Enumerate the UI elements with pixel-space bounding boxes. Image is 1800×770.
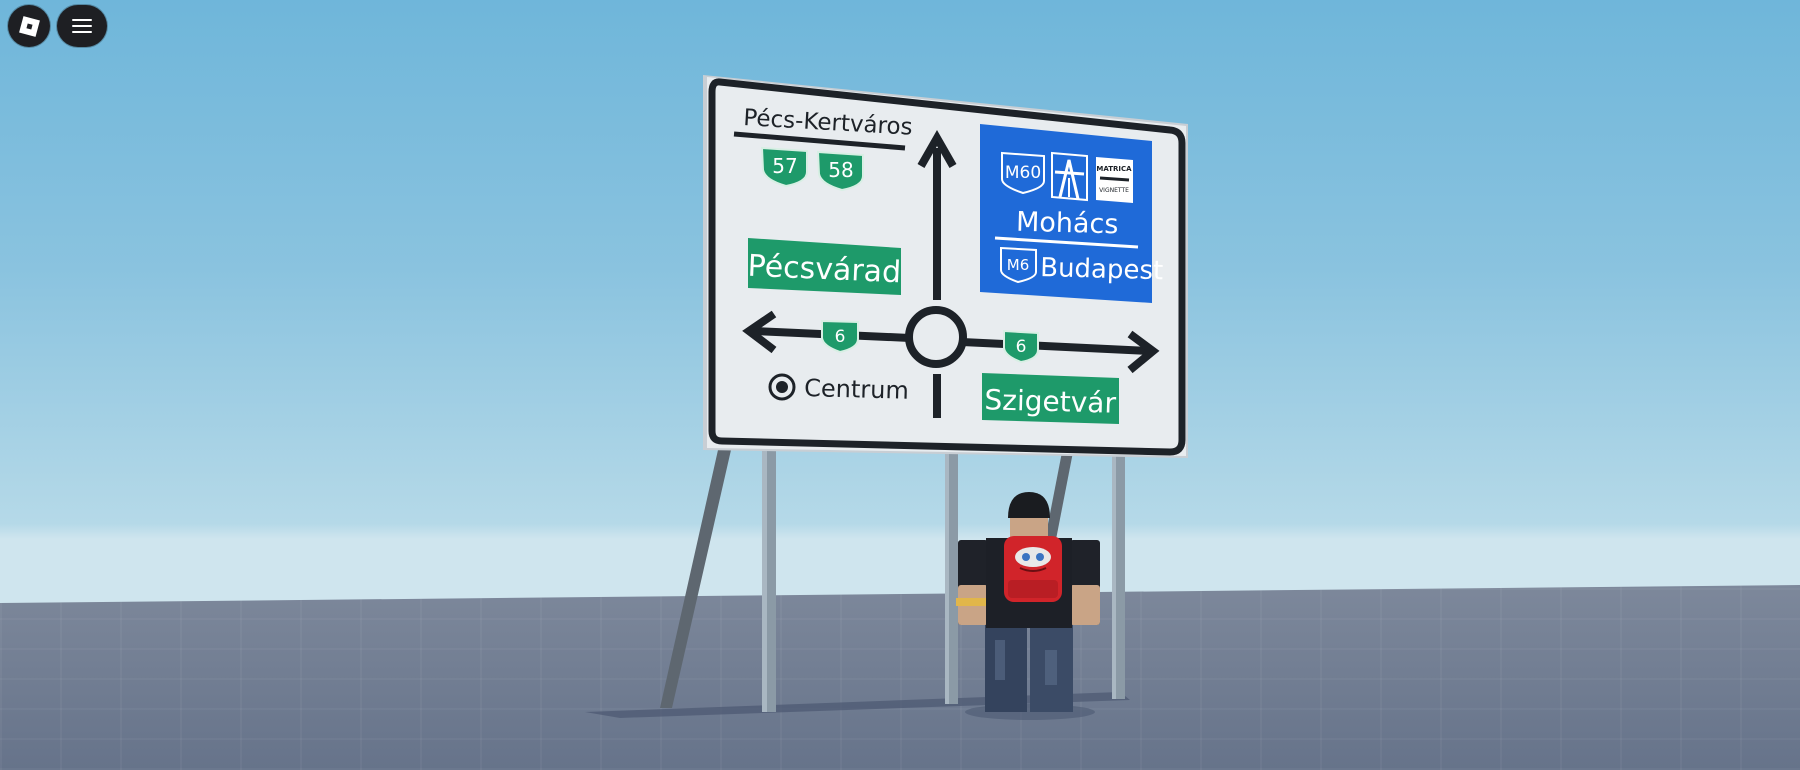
svg-text:VIGNETTE: VIGNETTE <box>1099 187 1129 194</box>
destination-mohacs: Mohács <box>1016 207 1119 241</box>
svg-text:6: 6 <box>1016 337 1027 357</box>
road-sign: Pécs-Kertváros 57 58 Pécsvárad <box>703 75 1188 458</box>
destination-centrum: Centrum <box>804 374 909 405</box>
route-shield-58: 58 <box>816 150 864 192</box>
route-shield-57: 57 <box>760 146 808 188</box>
motorway-symbol-icon <box>1051 151 1088 202</box>
player-avatar <box>956 492 1100 720</box>
motorway-shield-m6: M6 <box>1000 246 1037 284</box>
route-shield-6-left: 6 <box>821 319 859 354</box>
hamburger-menu-button[interactable] <box>57 5 107 47</box>
arrow-right-icon <box>961 330 1160 374</box>
destination-pecsvarad-panel: Pécsvárad <box>747 238 902 295</box>
destination-szigetvar: Szigetvár <box>984 383 1117 419</box>
svg-text:57: 57 <box>772 154 797 178</box>
motorway-shield-m60: M60 <box>1001 151 1045 195</box>
hamburger-menu-icon <box>72 19 92 33</box>
route-shield-6-right: 6 <box>1003 329 1039 364</box>
vignette-sign: MATRICA VIGNETTE <box>1096 157 1133 203</box>
sign-supports <box>660 450 1125 712</box>
arrow-straight-icon <box>917 129 957 418</box>
svg-text:M6: M6 <box>1007 256 1030 274</box>
roblox-menu-button[interactable] <box>8 5 50 47</box>
destination-budapest: Budapest <box>1040 253 1164 286</box>
destination-szigetvar-panel: Szigetvár <box>982 373 1119 424</box>
destination-pecsvarad: Pécsvárad <box>747 249 902 291</box>
motorway-panel: M60 MATRICA VIGNETTE Mohács M6 Budapest <box>980 124 1164 303</box>
roblox-logo-icon <box>18 15 40 37</box>
svg-text:MATRICA: MATRICA <box>1096 165 1132 173</box>
baseplate-ground <box>0 585 1800 770</box>
city-centre-icon <box>768 373 796 401</box>
svg-text:6: 6 <box>835 327 846 347</box>
svg-text:M60: M60 <box>1005 163 1041 183</box>
svg-text:58: 58 <box>828 158 853 182</box>
